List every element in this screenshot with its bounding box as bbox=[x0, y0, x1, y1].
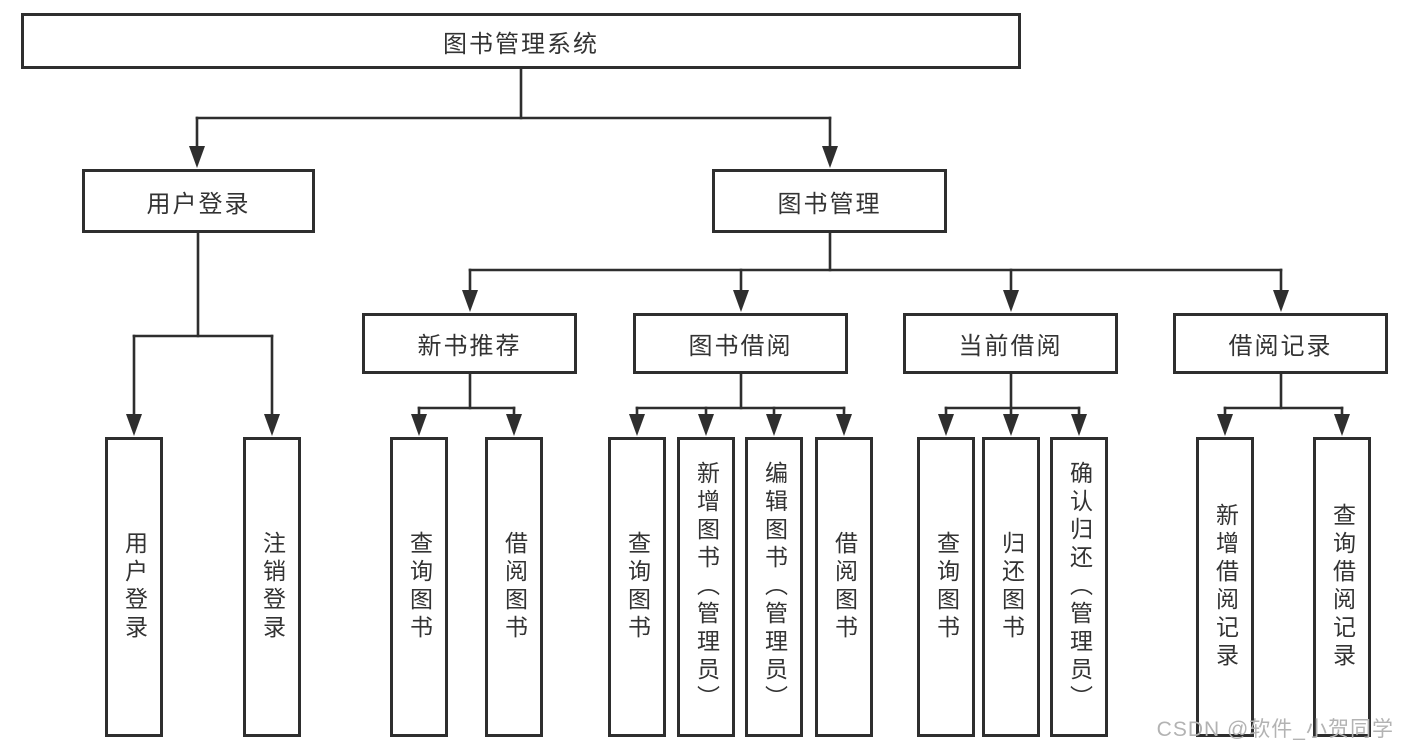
node-confirm-return-admin: 确认归还（管理员） bbox=[1050, 437, 1108, 737]
node-label: 图书管理系统 bbox=[443, 30, 599, 58]
node-user-login-leaf: 用户登录 bbox=[105, 437, 163, 737]
node-query-borrow-record: 查询借阅记录 bbox=[1313, 437, 1371, 737]
node-new-book-recommend: 新书推荐 bbox=[362, 313, 577, 374]
node-label: 注销登录 bbox=[259, 531, 286, 643]
node-label: 图书管理 bbox=[777, 190, 882, 218]
node-label: 借阅图书 bbox=[501, 531, 528, 643]
node-borrow-books-leaf: 借阅图书 bbox=[815, 437, 873, 737]
node-label: 借阅图书 bbox=[831, 531, 858, 643]
node-edit-book-admin: 编辑图书（管理员） bbox=[745, 437, 803, 737]
node-query-books-current: 查询图书 bbox=[917, 437, 975, 737]
node-label: 用户登录 bbox=[121, 531, 148, 643]
node-label: 归还图书 bbox=[998, 531, 1025, 643]
node-label: 编辑图书（管理员） bbox=[761, 461, 788, 713]
node-query-books-borrowing: 查询图书 bbox=[608, 437, 666, 737]
node-add-book-admin: 新增图书（管理员） bbox=[677, 437, 735, 737]
node-logout-leaf: 注销登录 bbox=[243, 437, 301, 737]
node-label: 新书推荐 bbox=[417, 333, 522, 360]
node-label: 图书借阅 bbox=[688, 333, 793, 360]
node-add-borrow-record: 新增借阅记录 bbox=[1196, 437, 1254, 737]
node-book-borrowing: 图书借阅 bbox=[633, 313, 848, 374]
node-current-borrowing: 当前借阅 bbox=[903, 313, 1118, 374]
node-label: 新增借阅记录 bbox=[1212, 503, 1239, 671]
node-label: 查询借阅记录 bbox=[1329, 503, 1356, 671]
arrowheads bbox=[126, 146, 1350, 436]
csdn-watermark: CSDN @软件_小贺同学 bbox=[1156, 718, 1394, 741]
node-query-books-recommend: 查询图书 bbox=[390, 437, 448, 737]
node-borrowing-records: 借阅记录 bbox=[1173, 313, 1388, 374]
node-return-books: 归还图书 bbox=[982, 437, 1040, 737]
node-borrow-books-recommend: 借阅图书 bbox=[485, 437, 543, 737]
node-book-management: 图书管理 bbox=[712, 169, 947, 233]
node-label: 当前借阅 bbox=[958, 333, 1063, 360]
node-user-login: 用户登录 bbox=[82, 169, 315, 233]
node-label: 用户登录 bbox=[146, 190, 251, 218]
node-label: 查询图书 bbox=[933, 531, 960, 643]
node-label: 借阅记录 bbox=[1228, 333, 1333, 360]
node-label: 新增图书（管理员） bbox=[693, 461, 720, 713]
node-library-system: 图书管理系统 bbox=[21, 13, 1021, 69]
node-label: 查询图书 bbox=[406, 531, 433, 643]
node-label: 确认归还（管理员） bbox=[1066, 461, 1093, 713]
node-label: 查询图书 bbox=[624, 531, 651, 643]
